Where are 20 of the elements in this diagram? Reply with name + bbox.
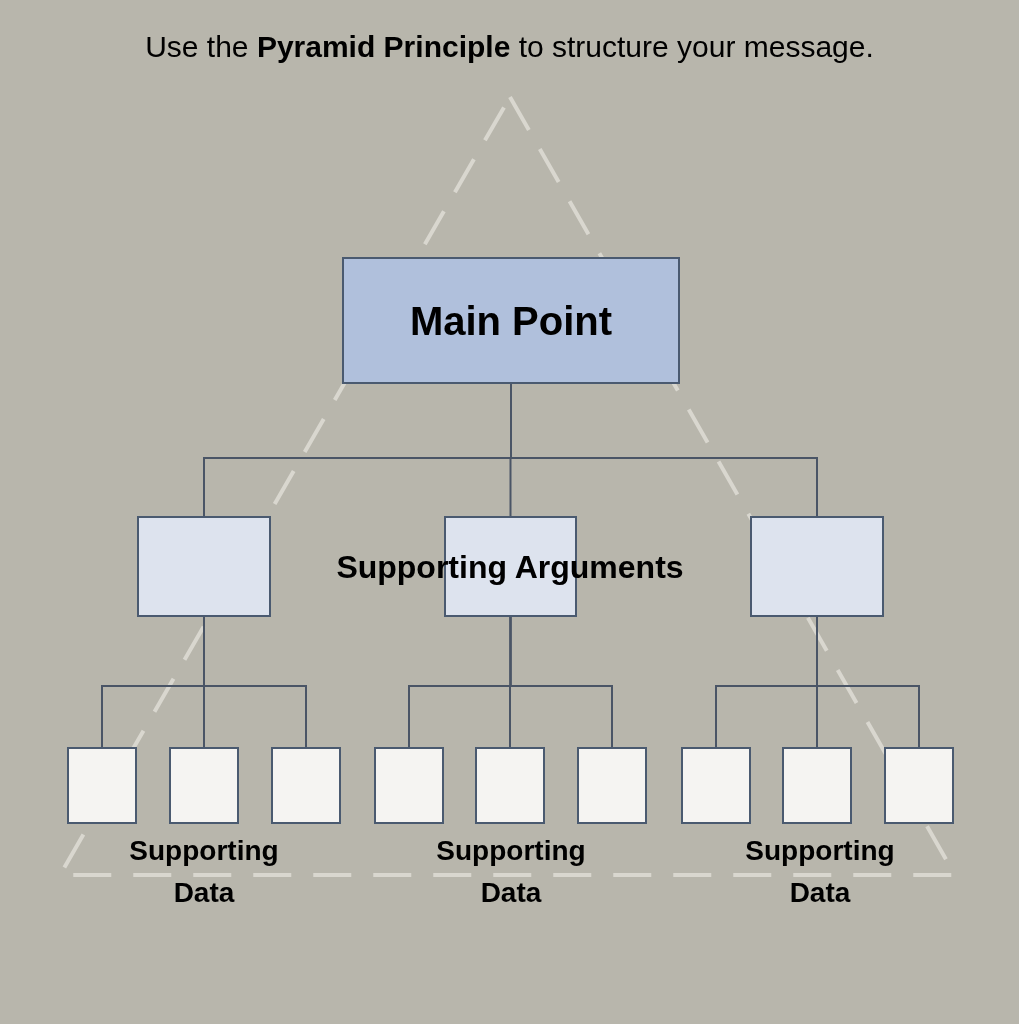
group-label: Supporting Data	[128, 834, 280, 910]
group-label: Supporting Data	[435, 834, 587, 910]
connector-line	[203, 616, 307, 748]
empty-box	[577, 747, 647, 824]
empty-box	[750, 516, 884, 617]
group-label: Supporting Data	[744, 834, 896, 910]
empty-box	[271, 747, 341, 824]
main-point-box	[342, 257, 680, 384]
empty-box	[137, 516, 271, 617]
empty-box	[67, 747, 137, 824]
empty-box	[169, 747, 239, 824]
node-text: Main Point	[409, 297, 613, 345]
connector-line	[509, 616, 613, 748]
title: Use the Pyramid Principle to structure your message.	[144, 29, 875, 65]
empty-box	[374, 747, 444, 824]
empty-box	[884, 747, 954, 824]
empty-box	[782, 747, 852, 824]
connector-line	[816, 616, 920, 748]
empty-box	[681, 747, 751, 824]
empty-box	[475, 747, 545, 824]
